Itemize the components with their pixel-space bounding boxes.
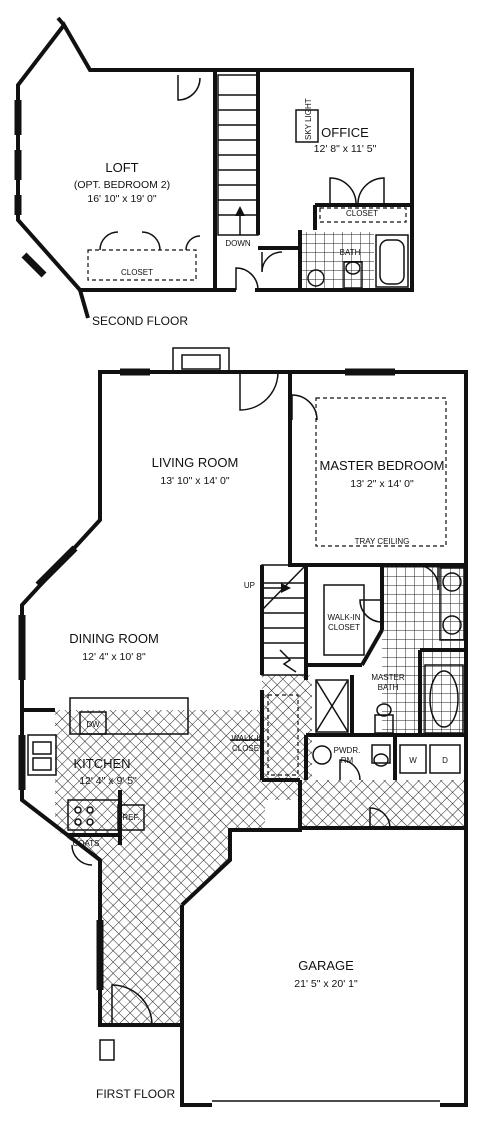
loft-dims: 16' 10" x 19' 0" — [87, 193, 157, 205]
skylight-label: SKY LIGHT — [304, 98, 313, 140]
master-bath-sub: BATH — [378, 683, 399, 692]
first-floor-outline — [20, 370, 468, 1107]
loft-closet-label: CLOSET — [121, 268, 153, 277]
living-room-name: LIVING ROOM — [152, 455, 239, 470]
bath-label: BATH — [340, 248, 361, 257]
kitchen-counters — [22, 697, 189, 866]
dw-label: DW — [86, 720, 100, 729]
dryer-label: D — [442, 756, 448, 765]
first-floor-stair — [260, 564, 308, 680]
first-floor-caption: FIRST FLOOR — [96, 1087, 175, 1101]
master-bath — [306, 564, 466, 737]
walkin-closet-2-sub: CLOSET — [232, 744, 264, 753]
walkin-closet-1-label: WALK-IN — [327, 613, 360, 622]
upper-right-wing — [215, 68, 414, 292]
pwdr-sub: RM — [341, 756, 354, 765]
dining-room-name: DINING ROOM — [69, 631, 159, 646]
foyer-walkin-closet — [260, 690, 302, 828]
ref-label: REF. — [122, 813, 139, 822]
office-dims: 12' 8" x 11' 5" — [314, 143, 377, 155]
powder-room — [304, 735, 397, 781]
office-closet — [313, 177, 412, 230]
office-closet-label: CLOSET — [346, 209, 378, 218]
fireplace — [172, 347, 230, 373]
loft-alt: (OPT. BEDROOM 2) — [74, 179, 170, 191]
foyer-crosshatch-floor — [262, 675, 312, 780]
master-bedroom-name: MASTER BEDROOM — [320, 458, 445, 473]
kitchen-name: KITCHEN — [73, 756, 130, 771]
laundry-crosshatch-floor — [300, 780, 466, 828]
garage — [99, 828, 440, 1108]
down-label: DOWN — [225, 239, 251, 248]
second-floor-stair — [217, 70, 260, 236]
master-walkin-closet — [306, 563, 384, 667]
loft-windows — [14, 100, 47, 278]
garage-dims: 21' 5" x 20' 1" — [294, 978, 358, 990]
coats-label: COATS — [73, 839, 100, 848]
kitchen-crosshatch-floor — [55, 710, 300, 1025]
master-bath-label: MASTER — [371, 673, 405, 682]
dining-room-dims: 12' 4" x 10' 8" — [82, 651, 146, 663]
tray-ceiling — [315, 397, 447, 547]
first-floor-windows — [18, 368, 395, 990]
kitchen-dims: 12' 4" x 9' 5" — [79, 775, 137, 787]
washer-label: W — [409, 756, 417, 765]
walkin-closet-2-label: WALK-IN — [231, 734, 264, 743]
second-floor-caption: SECOND FLOOR — [92, 314, 188, 328]
second-floor — [14, 16, 414, 319]
garage-name: GARAGE — [298, 958, 354, 973]
loft-closet — [87, 231, 201, 281]
second-floor-bath — [235, 230, 409, 291]
office-name: OFFICE — [321, 125, 369, 140]
first-floor — [18, 347, 468, 1108]
living-room-dims: 13' 10" x 14' 0" — [160, 475, 230, 487]
pwdr-label: PWDR. — [334, 746, 361, 755]
up-label: UP — [244, 581, 255, 590]
walkin-closet-1-sub: CLOSET — [328, 623, 360, 632]
laundry — [300, 744, 466, 830]
master-bedroom-dims: 13' 2" x 14' 0" — [350, 478, 414, 490]
loft-name: LOFT — [105, 160, 138, 175]
tray-ceiling-label: TRAY CEILING — [355, 537, 410, 546]
